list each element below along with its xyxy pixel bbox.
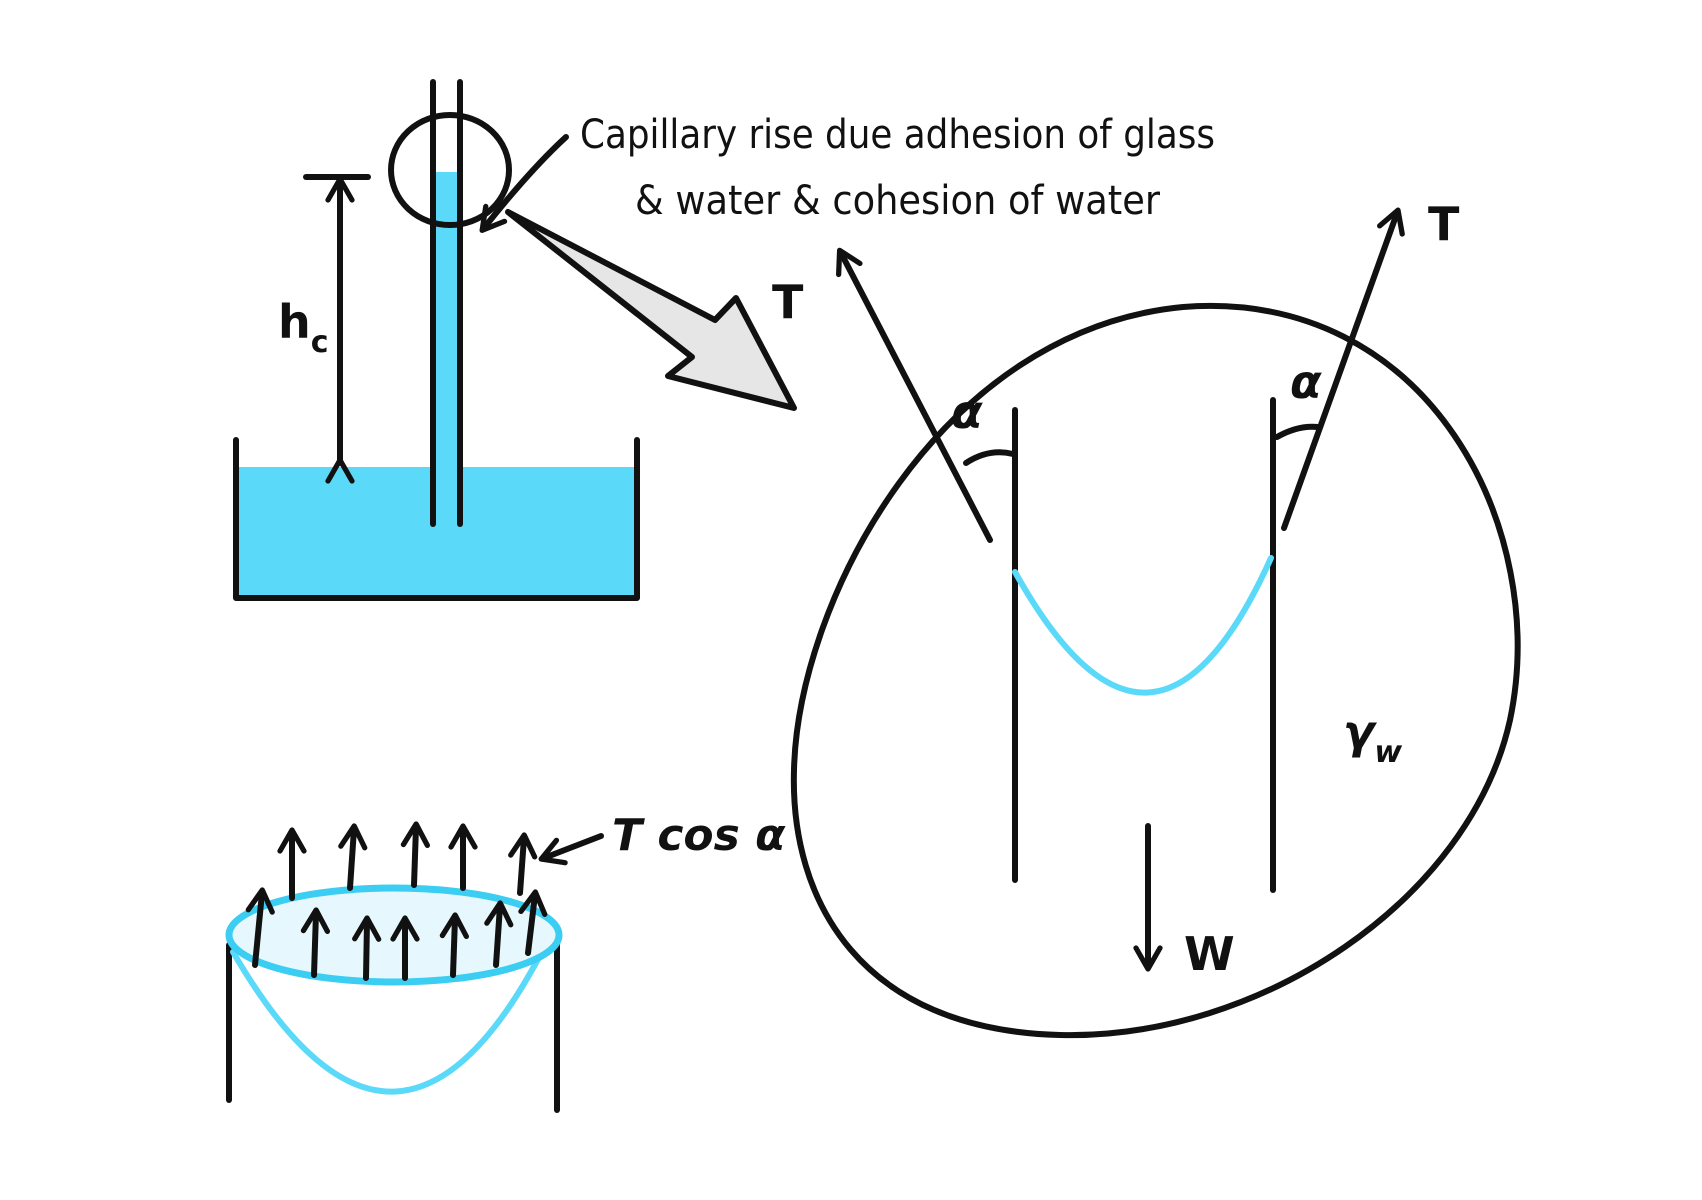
angle-arc-left [963,449,1016,466]
caption-group: Capillary rise due adhesion of glass & w… [479,112,1215,233]
specific-weight-label: γw [1343,705,1402,770]
tcos-arrow [508,832,538,896]
tcos-arrow [400,821,430,888]
tcos-arrow [245,887,275,968]
meniscus-bowl [230,931,554,1095]
meniscus-3d-figure: T cos α [225,810,786,1113]
tension-label-right: T [1428,197,1460,251]
tension-arrow-right [1281,207,1405,531]
tcos-arrow-group [245,821,548,981]
angle-arc-right [1274,423,1321,440]
zoom-ellipse [790,302,1521,1039]
tension-label-left: T [772,275,804,329]
tcos-label: T cos α [612,810,786,861]
zoom-arrow [505,209,797,411]
caption-line-2: & water & cohesion of water [635,178,1160,224]
tcos-arrow [300,907,331,978]
meniscus-disk [225,884,563,986]
caption-line-1: Capillary rise due adhesion of glass [580,112,1215,158]
tension-arrow-left [836,247,993,543]
tube-water-column [435,172,459,524]
tcos-arrow [518,889,548,956]
tcos-pointer [538,833,604,866]
angle-label-right: α [1290,355,1322,409]
tcos-arrow [439,912,469,978]
meniscus-curve [1012,555,1274,696]
zoom-circle [388,112,512,228]
tcos-arrow [484,900,514,968]
angle-label-left: α [951,385,983,439]
weight-label: W [1184,927,1235,981]
tcos-arrow [352,915,382,981]
tcos-arrow [338,823,368,891]
caption-pointer [479,134,569,233]
zoom-detail: T α T α W γw [772,197,1521,1039]
beaker-outline [233,437,640,601]
beaker-figure: hc [233,79,640,601]
height-label: hc [278,295,329,360]
